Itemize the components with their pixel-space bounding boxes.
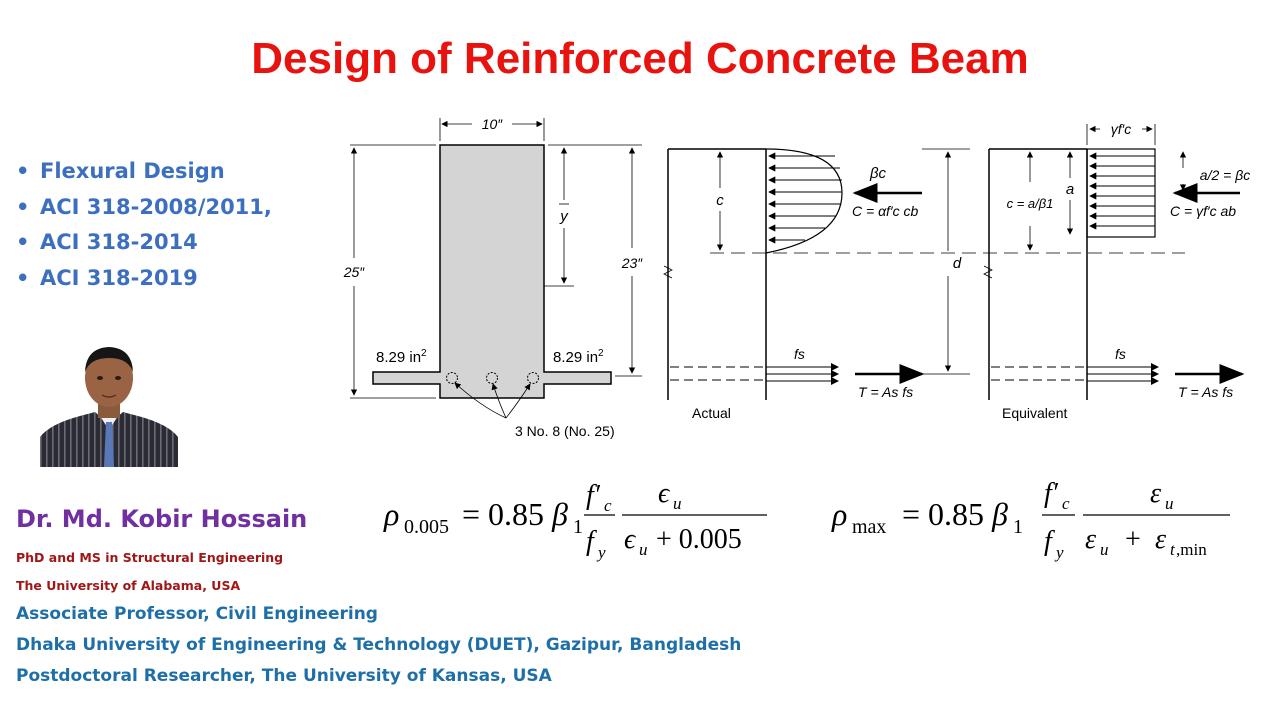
compression-actual-label: C = αf′c cb [852, 203, 918, 219]
svg-text:ρ: ρ [383, 496, 399, 532]
fs-label: fs [794, 346, 805, 362]
svg-text:y: y [1054, 543, 1064, 562]
flange-area-left: 8.29 in2 [376, 348, 427, 366]
bullet-icon: • [16, 194, 30, 219]
svg-text:y: y [596, 543, 606, 562]
author-position: Associate Professor, Civil Engineering [16, 604, 378, 624]
d-label: d [953, 255, 962, 272]
svg-text:0.005: 0.005 [404, 516, 449, 538]
rho-0005-equation: ρ 0.005 = 0.85 β 1 f′ c f y ϵ u ϵ u + 0.… [383, 478, 767, 562]
svg-text:β: β [991, 496, 1008, 532]
svg-text:,min: ,min [1176, 540, 1207, 559]
beta-c-label: βc [869, 165, 887, 182]
actual-label: Actual [692, 405, 731, 421]
author-photo [40, 342, 178, 467]
a-half-label: a/2 = βc [1200, 167, 1250, 183]
rebar-icon [446, 372, 458, 384]
topic-item: •Flexural Design [16, 154, 272, 190]
svg-text:ε: ε [1155, 524, 1166, 555]
svg-text:β: β [551, 496, 568, 532]
svg-text:ε: ε [1085, 524, 1096, 555]
bullet-icon: • [16, 230, 30, 254]
svg-text:1: 1 [1013, 516, 1023, 538]
svg-text:f′: f′ [1044, 478, 1059, 509]
topic-list: •Flexural Design •ACI 318-2008/2011, •AC… [16, 154, 272, 296]
svg-text:u: u [673, 494, 682, 513]
author-university: The University of Alabama, USA [16, 578, 241, 593]
topic-item: •ACI 318-2019 [16, 261, 272, 297]
c-label: c [716, 192, 724, 209]
depth-label: 23″ [621, 255, 644, 271]
svg-text:ε: ε [1150, 478, 1161, 509]
topic-item: •ACI 318-2008/2011, [16, 190, 272, 226]
width-label: 10″ [482, 116, 504, 132]
equations: ρ 0.005 = 0.85 β 1 f′ c f y ϵ u ϵ u + 0.… [383, 478, 1230, 562]
tension-equiv-label: T = As fs [1178, 384, 1233, 400]
bullet-icon: • [16, 265, 30, 290]
topic-item: •ACI 318-2014 [16, 225, 272, 261]
svg-text:f′: f′ [586, 480, 601, 511]
bullet-icon: • [16, 159, 30, 183]
bars-label: 3 No. 8 (No. 25) [515, 423, 615, 439]
svg-text:+: + [1125, 524, 1141, 555]
author-name: Dr. Md. Kobir Hossain [16, 505, 308, 533]
slide-title: Design of Reinforced Concrete Beam [251, 34, 1029, 83]
compression-equiv-label: C = γf′c ab [1170, 203, 1236, 219]
svg-text:u: u [1165, 494, 1174, 513]
svg-text:t: t [1170, 540, 1176, 559]
author-postdoc: Postdoctoral Researcher, The University … [16, 666, 552, 686]
stress-block-diagram: c βc C = αf′c cb d fs T = As fs Actual γ… [663, 121, 1250, 421]
svg-text:+ 0.005: + 0.005 [656, 524, 742, 555]
fs-equiv-label: fs [1115, 346, 1126, 362]
equivalent-label: Equivalent [1002, 405, 1067, 421]
author-degree: PhD and MS in Structural Engineering [16, 550, 284, 565]
gamma-fc-label: γf′c [1111, 121, 1132, 137]
a-label: a [1066, 181, 1074, 198]
flange-area-right: 8.29 in2 [553, 348, 604, 366]
svg-text:= 0.85: = 0.85 [462, 496, 544, 532]
svg-text:ρ: ρ [831, 496, 847, 532]
rebar-icon [527, 372, 539, 384]
svg-text:max: max [852, 516, 886, 538]
svg-text:ϵ: ϵ [658, 478, 671, 509]
svg-text:ϵ: ϵ [624, 524, 637, 555]
svg-text:u: u [1100, 540, 1109, 559]
svg-text:c: c [604, 496, 612, 515]
beam-section-diagram: 10″ 25″ 23″ y 8.29 in2 8.29 in2 3 No. 8 … [343, 116, 644, 439]
svg-text:c: c [1062, 494, 1070, 513]
c-eq-label: c = a/β1 [1007, 196, 1054, 211]
tension-actual-label: T = As fs [858, 384, 913, 400]
svg-text:f: f [586, 526, 597, 557]
centroid-label: y [559, 208, 569, 225]
svg-text:1: 1 [573, 516, 583, 538]
svg-text:u: u [639, 540, 648, 559]
svg-text:= 0.85: = 0.85 [902, 496, 984, 532]
height-label: 25″ [343, 264, 366, 280]
svg-text:f: f [1044, 526, 1055, 557]
rho-max-equation: ρ max = 0.85 β 1 f′ c f y ε u ε u + ε t … [831, 478, 1230, 562]
author-institution: Dhaka University of Engineering & Techno… [16, 635, 742, 655]
